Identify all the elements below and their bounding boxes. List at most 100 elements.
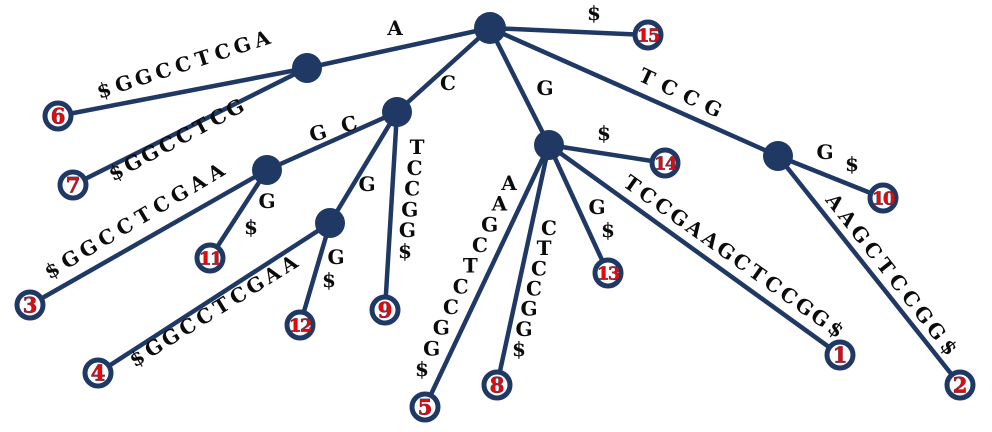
- leaf-14-number: 14: [654, 154, 677, 175]
- leaf-11-circle: [194, 242, 226, 274]
- leaf-2: 2: [944, 369, 976, 401]
- edge-label-char: $: [94, 76, 115, 103]
- edge-root-to-node-a: [304, 25, 493, 71]
- edge-label-root-to-leaf-15: $: [587, 1, 601, 25]
- edge-label-char: $: [845, 152, 859, 176]
- edge-label-node-c-to-node-cg: G: [358, 172, 375, 196]
- edge-label-char: G: [132, 63, 156, 91]
- leaf-10: 10: [867, 182, 899, 214]
- edge-label-char: G: [358, 172, 375, 196]
- leaf-15-circle: [632, 19, 664, 51]
- leaf-8: 8: [481, 369, 513, 401]
- edge-label-char: C: [407, 156, 423, 180]
- edge-label-char: G: [399, 218, 416, 242]
- edge-node-g-to-leaf-13: [546, 142, 611, 276]
- edge-label-node-g-to-leaf-14: $: [597, 121, 611, 145]
- edge-root-to-leaf-15: [487, 25, 651, 38]
- edge-node-g-to-leaf-8: [494, 142, 552, 388]
- leaf-3-number: 3: [23, 293, 38, 318]
- edge-label-char: G: [258, 189, 275, 213]
- edge-label-char: A: [491, 192, 508, 216]
- edge-label-char: A: [386, 16, 403, 40]
- edge-node-g-to-leaf-1: [546, 142, 843, 358]
- leaf-4: 4: [82, 357, 114, 389]
- edge-node-c-to-node-ccg: [264, 109, 400, 173]
- leaf-3-circle: [14, 289, 46, 321]
- edge-label-char: C: [531, 256, 547, 280]
- internal-node-node-g: [534, 130, 564, 160]
- edge-label-node-cg-to-leaf-12: G$: [322, 245, 345, 292]
- leaf-5-circle: [409, 391, 441, 423]
- leaf-9-circle: [369, 294, 401, 326]
- leaf-14-circle: [649, 147, 681, 179]
- edge-label-char: G: [536, 76, 553, 100]
- edge-node-g-to-leaf-5: [422, 142, 552, 410]
- edge-label-char: A: [250, 25, 274, 53]
- leaf-3: 3: [14, 289, 46, 321]
- edge-node-a-to-leaf-7: [70, 65, 310, 188]
- leaf-13: 13: [592, 257, 624, 289]
- edge-label-char: G: [481, 212, 498, 236]
- leaf-14: 14: [649, 147, 681, 179]
- leaf-6-number: 6: [51, 104, 66, 129]
- edge-node-g-to-leaf-14: [546, 142, 668, 166]
- edge-node-tccg-to-leaf-2: [775, 153, 963, 388]
- edge-root-to-node-tccg: [487, 25, 781, 159]
- leaf-15-number: 15: [637, 26, 660, 47]
- edge-label-char: T: [192, 44, 214, 71]
- edge-root-to-node-g: [487, 25, 552, 148]
- edge-label-char: G: [230, 31, 254, 59]
- leaf-9-number: 9: [378, 298, 393, 323]
- edge-label-char: C: [526, 277, 542, 301]
- edge-root-to-node-c: [394, 25, 493, 115]
- leaf-7: 7: [57, 169, 89, 201]
- leaf-10-number: 10: [872, 189, 895, 210]
- leaf-8-number: 8: [490, 373, 505, 398]
- leaf-12-number: 12: [289, 316, 311, 337]
- edge-label-char: $: [512, 337, 526, 361]
- leaf-1-circle: [824, 339, 856, 371]
- leaf-6: 6: [42, 100, 74, 132]
- edge-label-char: T: [635, 63, 659, 91]
- edge-label-char: $: [415, 357, 429, 381]
- leaf-5-number: 5: [418, 395, 433, 420]
- leaf-12: 12: [284, 309, 316, 341]
- edge-label-char: $: [597, 121, 611, 145]
- edge-label-root-to-node-a: A: [386, 16, 403, 40]
- edge-label-char: C: [404, 177, 420, 201]
- edge-label-node-g-to-leaf-13: G$: [588, 195, 615, 242]
- edge-label-char: C: [211, 38, 234, 66]
- edge-label-char: $: [322, 268, 336, 292]
- edge-node-a-to-leaf-6: [55, 65, 310, 119]
- leaf-2-number: 2: [953, 373, 968, 398]
- edge-label-char: T: [410, 135, 425, 159]
- leaf-5: 5: [409, 391, 441, 423]
- edge-node-c-to-leaf-9: [382, 109, 400, 313]
- edge-label-char: G: [588, 195, 605, 219]
- edge-node-cg-to-leaf-4: [95, 220, 333, 376]
- edge-node-ccg-to-leaf-11: [207, 167, 270, 261]
- edge-label-char: $: [244, 215, 258, 239]
- edge-label-char: G: [520, 297, 537, 321]
- edge-label-char: $: [398, 239, 412, 263]
- edge-label-node-ccg-to-leaf-11: G$: [244, 189, 276, 239]
- edge-label-char: C: [443, 295, 459, 319]
- internal-node-node-a: [292, 53, 322, 83]
- edge-label-char: G: [433, 316, 450, 340]
- edge-label-char: T: [463, 254, 478, 278]
- edge-label-char: C: [472, 233, 488, 257]
- edge-label-char: G: [327, 245, 344, 269]
- edge-label-node-tccg-to-leaf-10: G$: [816, 140, 859, 176]
- edge-label-char: G: [515, 317, 532, 341]
- leaf-6-circle: [42, 100, 74, 132]
- edge-label-char: G: [401, 197, 418, 221]
- edge-label-char: G: [306, 119, 329, 147]
